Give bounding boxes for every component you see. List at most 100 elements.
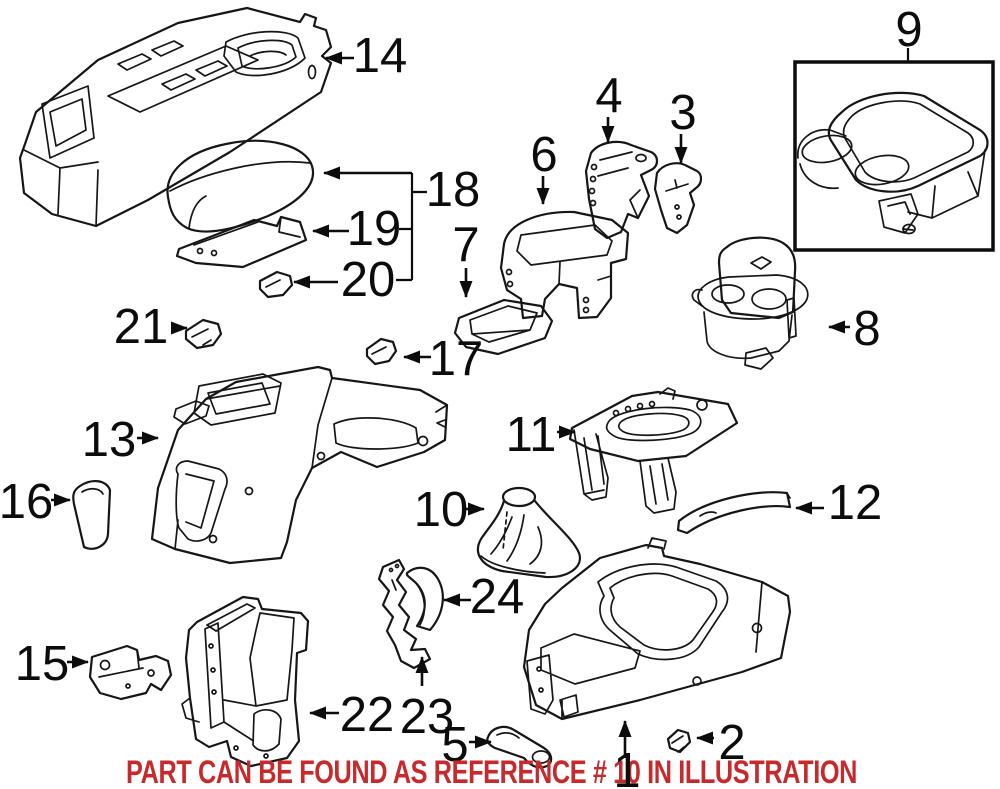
- hole: [635, 153, 647, 163]
- detail: [691, 256, 809, 370]
- inset-box: [793, 60, 995, 252]
- reference-caption: PART CAN BE FOUND AS REFERENCE # 10 IN I…: [126, 754, 857, 789]
- detail: [193, 216, 301, 257]
- part-18-armrest-lid: [166, 139, 315, 233]
- bracket-line: [396, 173, 427, 282]
- outline: [184, 595, 310, 768]
- callout-21: 21: [114, 300, 169, 354]
- outline: [18, 6, 333, 228]
- part-7-console-pocket-tray: [453, 298, 554, 356]
- callout-16: 16: [0, 475, 53, 529]
- collar: [501, 486, 537, 508]
- detail: [797, 100, 986, 234]
- detail: [496, 732, 520, 739]
- detail: [23, 30, 306, 227]
- part-14-upper-console-panel: [18, 6, 333, 228]
- callout-10: 10: [414, 483, 469, 537]
- outline: [476, 499, 582, 579]
- cup-recess: [854, 154, 910, 186]
- part-13-front-console-body: [150, 365, 449, 565]
- callout-14: 14: [353, 29, 408, 83]
- callout-19: 19: [347, 202, 402, 256]
- callout-11: 11: [506, 408, 557, 462]
- part-24-trim-bracket: [405, 566, 444, 632]
- outline: [499, 210, 630, 320]
- part-19-armrest-base-bracket: [175, 215, 308, 269]
- callout-23: 23: [400, 690, 455, 744]
- callouts: 14 21 17 7 6 4 3 9 8 13 16 11 10 12 24 2…: [0, 3, 923, 772]
- detail: [169, 160, 311, 229]
- callout-7: 7: [452, 218, 479, 272]
- callout-22: 22: [340, 688, 395, 742]
- detail: [191, 328, 212, 346]
- callout-18: 18: [426, 163, 481, 217]
- part-22-console-bin-frame: [181, 595, 310, 768]
- cup-recess: [801, 134, 853, 164]
- part-12-side-trim-strip: [676, 491, 792, 535]
- outline: [258, 270, 294, 299]
- part-2-clip: [666, 728, 692, 754]
- seam: [502, 511, 508, 551]
- callout-1: 1: [613, 744, 640, 789]
- detail: [573, 387, 708, 514]
- part-3-bracket: [653, 162, 703, 235]
- outline: [666, 728, 692, 754]
- detail: [181, 603, 295, 759]
- outline: [184, 318, 223, 350]
- part-10-shift-boot: [476, 486, 582, 579]
- detail: [671, 735, 685, 753]
- callout-6: 6: [530, 128, 557, 182]
- detail: [480, 514, 546, 574]
- part-21-clip: [184, 318, 223, 350]
- callout-4: 4: [595, 69, 622, 123]
- outline: [175, 215, 308, 269]
- part-20-clip: [258, 270, 294, 299]
- cup-recess: [751, 288, 787, 310]
- callout-9: 9: [895, 3, 922, 57]
- outline: [653, 162, 703, 235]
- callout-17: 17: [429, 332, 484, 386]
- detail: [526, 537, 763, 720]
- part-6-front-bracket-frame: [499, 210, 630, 320]
- outline: [568, 390, 739, 463]
- part-4-bracket: [584, 140, 659, 240]
- detail: [505, 224, 613, 314]
- callout-15: 15: [15, 637, 70, 691]
- detail: [173, 373, 448, 550]
- callout-5: 5: [441, 718, 468, 772]
- outline: [405, 566, 444, 632]
- outline: [827, 91, 989, 193]
- outline: [717, 236, 797, 320]
- callout-group-1: 1: [613, 720, 641, 789]
- cup-recess: [711, 284, 745, 304]
- outline: [522, 543, 792, 721]
- detail: [388, 563, 400, 591]
- callout-24: 24: [470, 570, 525, 624]
- part-15-mounting-bracket: [88, 644, 173, 701]
- callout-group-18-19-20: 18 19 20: [293, 163, 481, 307]
- part-8-cup-holder: [691, 236, 809, 370]
- part-1-rear-console-panel: [522, 537, 792, 721]
- detail: [98, 649, 155, 689]
- outline: [676, 491, 792, 535]
- detail: [81, 488, 104, 495]
- part-9-cup-holder-assembly-inset: [793, 60, 995, 252]
- outline: [365, 337, 398, 366]
- outline: [72, 480, 112, 550]
- callout-12: 12: [828, 476, 883, 530]
- callout-8: 8: [853, 302, 880, 356]
- screw: [902, 223, 916, 235]
- detail: [265, 279, 281, 288]
- detail: [371, 346, 387, 355]
- detail: [699, 492, 791, 517]
- outline: [453, 298, 554, 356]
- callout-13: 13: [82, 413, 137, 467]
- callout-20: 20: [341, 253, 396, 307]
- hole: [307, 64, 317, 80]
- part-16-side-pad: [72, 480, 112, 550]
- detail: [415, 582, 426, 626]
- detail: [665, 179, 689, 220]
- callout-3: 3: [669, 86, 696, 140]
